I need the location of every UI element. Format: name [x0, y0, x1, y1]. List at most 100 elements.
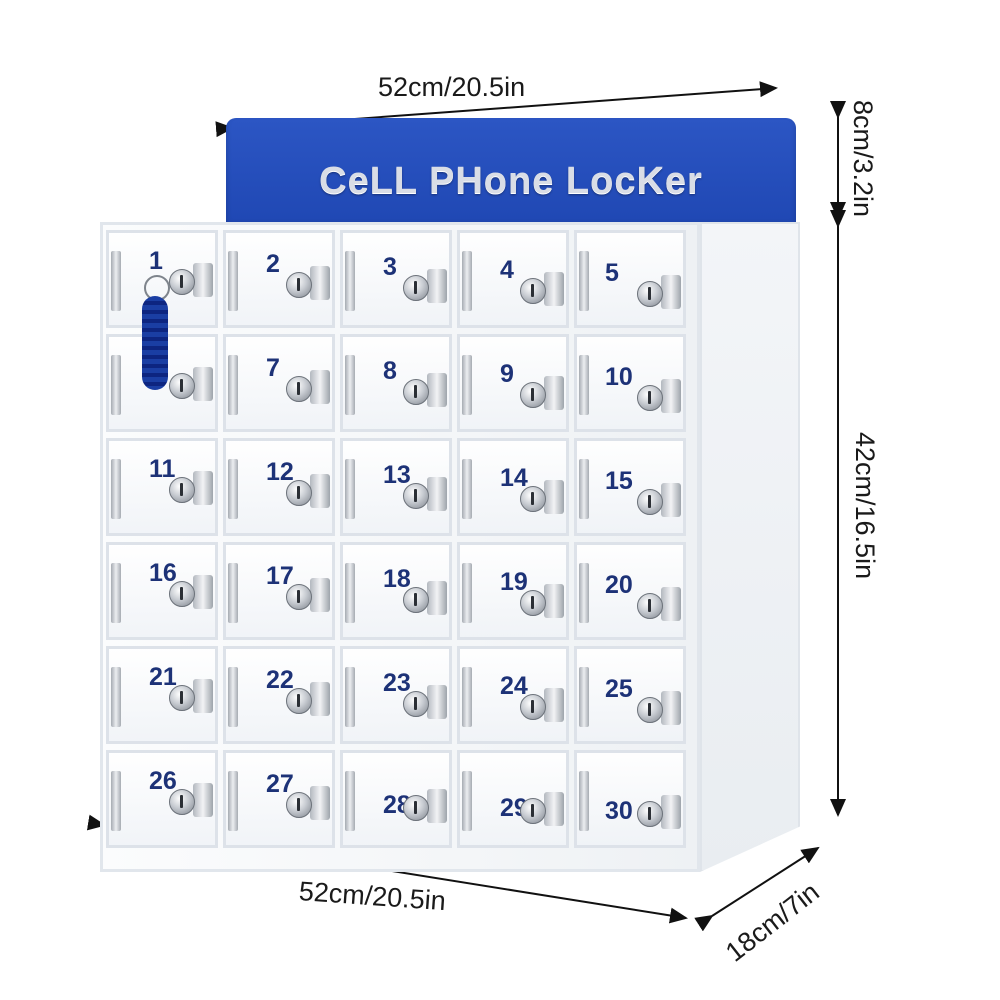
locker-door-20[interactable]: 20	[574, 542, 686, 640]
locker-sign: CeLL PHone LocKer	[226, 118, 796, 228]
locker-door-3[interactable]: 3	[340, 230, 452, 328]
cabinet-height-label: 42cm/16.5in	[850, 432, 880, 580]
locker-number: 27	[266, 770, 294, 798]
locker-door-15[interactable]: 15	[574, 438, 686, 536]
hinge-icon	[579, 563, 589, 623]
keyhole-lock-icon[interactable]	[403, 275, 429, 301]
locker-number: 2	[266, 250, 280, 278]
locker-door-21[interactable]: 21	[106, 646, 218, 744]
hinge-icon	[462, 355, 472, 415]
keyhole-lock-icon[interactable]	[403, 795, 429, 821]
locker-door-7[interactable]: 7	[223, 334, 335, 432]
locker-door-18[interactable]: 18	[340, 542, 452, 640]
hinge-icon	[345, 355, 355, 415]
locker-door-26[interactable]: 26	[106, 750, 218, 848]
hinge-icon	[228, 251, 238, 311]
keyhole-lock-icon[interactable]	[520, 694, 546, 720]
keyhole-lock-icon[interactable]	[286, 584, 312, 610]
keyhole-lock-icon[interactable]	[169, 581, 195, 607]
locker-door-19[interactable]: 19	[457, 542, 569, 640]
lock-plate-icon	[427, 477, 447, 511]
hinge-icon	[228, 355, 238, 415]
keyhole-lock-icon[interactable]	[637, 489, 663, 515]
locker-door-28[interactable]: 28	[340, 750, 452, 848]
locker-number: 20	[605, 571, 633, 599]
keyhole-lock-icon[interactable]	[286, 480, 312, 506]
keyhole-lock-icon[interactable]	[286, 376, 312, 402]
locker-number: 7	[266, 354, 280, 382]
locker-door-9[interactable]: 9	[457, 334, 569, 432]
locker-door-30[interactable]: 30	[574, 750, 686, 848]
keychain-coil-icon[interactable]	[142, 296, 168, 390]
keyhole-lock-icon[interactable]	[403, 587, 429, 613]
lock-plate-icon	[193, 783, 213, 817]
keyhole-lock-icon[interactable]	[169, 789, 195, 815]
locker-door-27[interactable]: 27	[223, 750, 335, 848]
locker-door-13[interactable]: 13	[340, 438, 452, 536]
keyhole-lock-icon[interactable]	[520, 590, 546, 616]
locker-door-24[interactable]: 24	[457, 646, 569, 744]
keyhole-lock-icon[interactable]	[637, 593, 663, 619]
hinge-icon	[579, 459, 589, 519]
locker-door-5[interactable]: 5	[574, 230, 686, 328]
keyhole-lock-icon[interactable]	[520, 798, 546, 824]
lock-plate-icon	[193, 367, 213, 401]
keyhole-lock-icon[interactable]	[637, 697, 663, 723]
locker-number: 16	[149, 559, 177, 587]
hinge-icon	[111, 355, 121, 415]
keyhole-lock-icon[interactable]	[169, 269, 195, 295]
locker-door-2[interactable]: 2	[223, 230, 335, 328]
keyhole-lock-icon[interactable]	[286, 792, 312, 818]
cabinet-side-panel	[700, 222, 800, 872]
keyhole-lock-icon[interactable]	[637, 281, 663, 307]
keyhole-lock-icon[interactable]	[169, 477, 195, 503]
keyhole-lock-icon[interactable]	[169, 373, 195, 399]
locker-door-4[interactable]: 4	[457, 230, 569, 328]
keyhole-lock-icon[interactable]	[286, 272, 312, 298]
locker-number: 30	[605, 797, 633, 825]
keyhole-lock-icon[interactable]	[403, 483, 429, 509]
keyhole-lock-icon[interactable]	[286, 688, 312, 714]
locker-door-14[interactable]: 14	[457, 438, 569, 536]
hinge-icon	[462, 459, 472, 519]
lock-plate-icon	[544, 480, 564, 514]
locker-door-17[interactable]: 17	[223, 542, 335, 640]
lock-plate-icon	[193, 575, 213, 609]
lock-plate-icon	[310, 578, 330, 612]
locker-door-12[interactable]: 12	[223, 438, 335, 536]
locker-door-29[interactable]: 29	[457, 750, 569, 848]
hinge-icon	[345, 667, 355, 727]
locker-number: 12	[266, 458, 294, 486]
locker-number: 10	[605, 363, 633, 391]
lock-plate-icon	[427, 373, 447, 407]
locker-number: 13	[383, 461, 411, 489]
lock-plate-icon	[544, 584, 564, 618]
hinge-icon	[345, 563, 355, 623]
locker-number: 19	[500, 568, 528, 596]
keyhole-lock-icon[interactable]	[169, 685, 195, 711]
keyhole-lock-icon[interactable]	[403, 379, 429, 405]
lock-plate-icon	[661, 379, 681, 413]
keyhole-lock-icon[interactable]	[637, 801, 663, 827]
locker-door-25[interactable]: 25	[574, 646, 686, 744]
keyhole-lock-icon[interactable]	[520, 278, 546, 304]
locker-door-23[interactable]: 23	[340, 646, 452, 744]
lock-plate-icon	[544, 376, 564, 410]
keyhole-lock-icon[interactable]	[637, 385, 663, 411]
locker-door-8[interactable]: 8	[340, 334, 452, 432]
keyhole-lock-icon[interactable]	[520, 486, 546, 512]
hinge-icon	[462, 251, 472, 311]
lock-plate-icon	[310, 266, 330, 300]
lock-plate-icon	[427, 789, 447, 823]
locker-number: 22	[266, 666, 294, 694]
locker-door-10[interactable]: 10	[574, 334, 686, 432]
locker-door-16[interactable]: 16	[106, 542, 218, 640]
keyhole-lock-icon[interactable]	[403, 691, 429, 717]
locker-door-22[interactable]: 22	[223, 646, 335, 744]
lock-plate-icon	[661, 587, 681, 621]
locker-door-11[interactable]: 11	[106, 438, 218, 536]
hinge-icon	[111, 771, 121, 831]
keyhole-lock-icon[interactable]	[520, 382, 546, 408]
hinge-icon	[345, 771, 355, 831]
hinge-icon	[111, 563, 121, 623]
